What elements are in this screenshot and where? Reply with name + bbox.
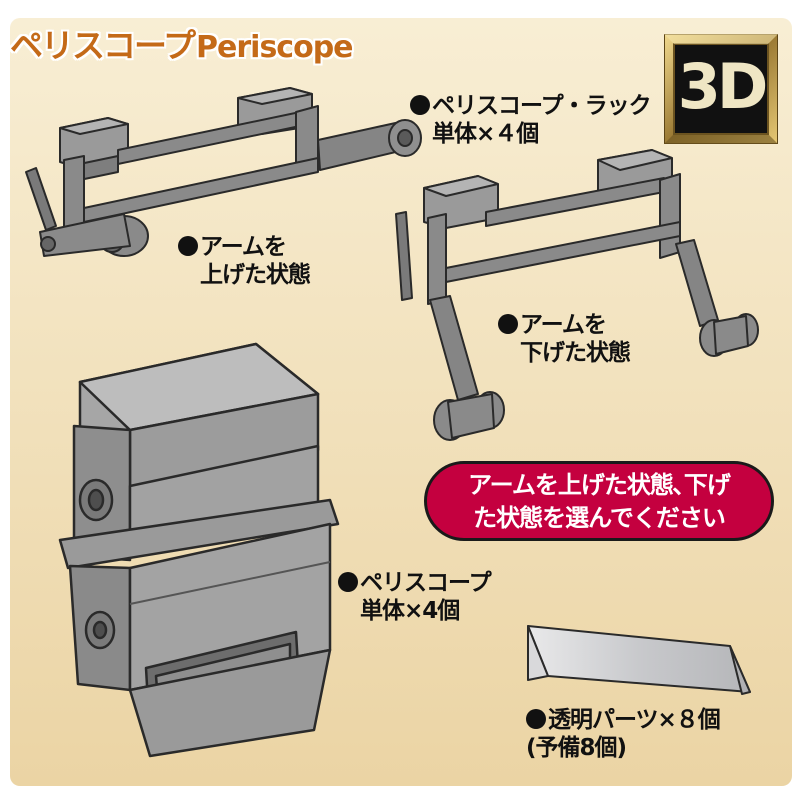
rack-arm-down-illustration [395, 149, 759, 441]
badge-label: 3D [677, 50, 769, 123]
rack-arm-up-illustration [25, 87, 422, 257]
label-periscope-line1: ペリスコープ [360, 570, 492, 596]
label-clear-parts-line2: (予備8個) [526, 735, 627, 761]
label-arm-down: アームを 下げた状態 [498, 311, 631, 367]
label-arm-up-line1: アームを [200, 234, 287, 260]
notice-line2: た状態を選んでください [473, 504, 726, 532]
label-arm-up-line2: 上げた状態 [200, 262, 311, 288]
label-arm-down-line2: 下げた状態 [520, 340, 631, 366]
selection-notice: アームを上げた状態､下げ た状態を選んでください [424, 461, 774, 541]
label-rack: ペリスコープ・ラック 単体×４個 [410, 92, 652, 148]
notice-line1: アームを上げた状態､下げ [468, 471, 731, 499]
title-en: Periscope [196, 30, 353, 65]
label-arm-up: アームを 上げた状態 [178, 233, 311, 289]
bullet-dot-icon [410, 95, 430, 115]
periscope-illustration [58, 342, 340, 758]
bullet-dot-icon [526, 709, 546, 729]
label-arm-down-line1: アームを [520, 312, 607, 338]
3d-badge-icon: 3D [664, 34, 778, 144]
label-periscope-line2: 単体×4個 [360, 598, 460, 624]
page-title: ペリスコープPeriscope [10, 26, 354, 68]
title-jp: ペリスコープ [10, 26, 196, 65]
bullet-dot-icon [338, 572, 358, 592]
bullet-dot-icon [498, 314, 518, 334]
label-clear-parts-line1: 透明パーツ×８個 [548, 707, 721, 733]
label-rack-line2: 単体×４個 [432, 121, 539, 147]
label-clear-parts: 透明パーツ×８個 (予備8個) [526, 706, 721, 762]
clear-part-illustration [527, 625, 751, 695]
bullet-dot-icon [178, 236, 198, 256]
label-rack-line1: ペリスコープ・ラック [432, 93, 652, 119]
label-periscope: ペリスコープ 単体×4個 [338, 569, 492, 625]
